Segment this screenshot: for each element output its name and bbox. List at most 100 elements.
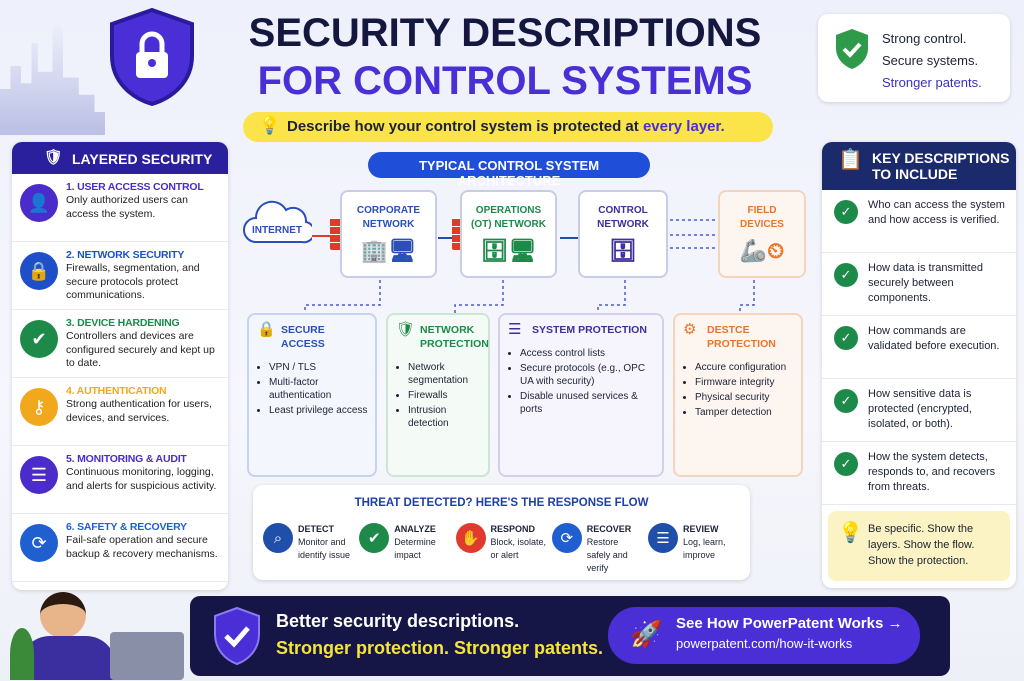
- layer-item: ⟳6. SAFETY & RECOVERYFail-safe operation…: [12, 514, 228, 582]
- step-name: REVIEW: [683, 523, 740, 536]
- step-desc: Block, isolate, or alert: [491, 536, 548, 562]
- step-desc: Restore safely and verify: [587, 536, 644, 575]
- layer-title: 5. MONITORING & AUDIT: [66, 452, 222, 466]
- layered-security-title: LAYERED SECURITY: [72, 151, 212, 167]
- clipboard-icon: ☰: [648, 523, 678, 553]
- card-icon: 🛡: [396, 323, 415, 336]
- layered-security-header: 🛡 LAYERED SECURITY: [12, 142, 228, 174]
- check-icon: ✓: [834, 263, 858, 287]
- card-title: SECURE ACCESS: [281, 323, 370, 351]
- connector-arrows: [240, 180, 820, 320]
- key-item-text: How data is transmitted securely between…: [868, 261, 1010, 311]
- card-bullet: Intrusion detection: [408, 404, 483, 430]
- shield-lock-logo-icon: [108, 8, 196, 106]
- rocket-icon: 🚀: [630, 619, 662, 650]
- clipboard-icon: ☰: [20, 456, 58, 494]
- layer-title: 6. SAFETY & RECOVERY: [66, 520, 222, 534]
- banner-line2: Stronger protection. Stronger patents.: [276, 638, 603, 659]
- layered-security-panel: 🛡 LAYERED SECURITY 👤 1. USER ACCESS CONTR…: [12, 142, 228, 590]
- layer-title: 4. AUTHENTICATION: [66, 384, 222, 398]
- person-with-laptop-illustration: [10, 592, 188, 680]
- check-icon: ✓: [834, 389, 858, 413]
- shield-check-icon: ✔: [20, 320, 58, 358]
- search-icon: ⌕: [263, 523, 293, 553]
- shield-check-icon: [834, 28, 870, 70]
- step-name: ANALYZE: [394, 523, 451, 536]
- layer-title: 3. DEVICE HARDENING: [66, 316, 222, 330]
- card-title: DESTCE PROTECTION: [707, 323, 796, 351]
- shield-check-icon: [212, 606, 262, 666]
- lightbulb-icon: 💡: [838, 525, 863, 541]
- page-title-line2: FOR CONTROL SYSTEMS: [200, 58, 810, 104]
- key-item: ✓ How commands are validated before execu…: [822, 316, 1016, 379]
- hand-stop-icon: ✋: [456, 523, 486, 553]
- layer-desc: Only authorized users can access the sys…: [66, 194, 222, 221]
- card-icon: ⚙: [683, 323, 696, 336]
- banner-line1: Better security descriptions.: [276, 611, 519, 632]
- layer-title: 1. USER ACCESS CONTROL: [66, 180, 222, 194]
- lightbulb-icon: 💡: [259, 116, 280, 136]
- key-icon: ⚷: [20, 388, 58, 426]
- step-name: DETECT: [298, 523, 355, 536]
- key-item-text: How sensitive data is protected (encrypt…: [868, 387, 1010, 437]
- step-desc: Monitor and identify issue: [298, 536, 355, 562]
- subtitle-highlight: every layer.: [643, 118, 725, 135]
- tagline-card: Strong control. Secure systems. Stronger…: [818, 14, 1010, 102]
- shield-check-icon: ✔: [359, 523, 389, 553]
- key-item: ✓ Who can access the system and how acces…: [822, 190, 1016, 253]
- tip-box: 💡 Be specific. Show the layers. Show the…: [828, 511, 1010, 581]
- lock-icon: 🔒: [20, 252, 58, 290]
- layer-item: ⚷ 4. AUTHENTICATIONStrong authentication …: [12, 378, 228, 446]
- see-how-it-works-button[interactable]: 🚀 See How PowerPatent Works → powerpaten…: [608, 607, 920, 664]
- layer-item: ✔ 3. DEVICE HARDENINGControllers and devi…: [12, 310, 228, 378]
- subtitle-banner: 💡 Describe how your control system is pr…: [243, 112, 773, 142]
- card-bullet: Physical security: [695, 391, 796, 404]
- check-icon: ✓: [834, 452, 858, 476]
- step-name: RECOVER: [587, 523, 644, 536]
- card-bullet: Tamper detection: [695, 406, 796, 419]
- card-title: SYSTEM PROTECTION: [532, 323, 657, 337]
- response-step: ✋ RESPONDBlock, isolate, or alert: [456, 523, 548, 575]
- layer-item: 🔒2. NETWORK SECURITYFirewalls, segmentat…: [12, 242, 228, 310]
- tagline-line: Stronger patents.: [882, 72, 1010, 94]
- key-item: ✓ How data is transmitted securely betwee…: [822, 253, 1016, 316]
- step-desc: Log, learn, improve: [683, 536, 740, 562]
- cta-url[interactable]: powerpatent.com/how-it-works: [676, 636, 920, 651]
- shield-icon: 🛡: [44, 148, 63, 166]
- card-bullet: Firewalls: [408, 389, 483, 402]
- clipboard-icon: 📋: [838, 152, 863, 168]
- step-desc: Determine impact: [394, 536, 451, 562]
- key-item-text: How commands are validated before execut…: [868, 324, 1010, 374]
- card-bullet: Disable unused services & ports: [520, 390, 657, 416]
- architecture-title: TYPICAL CONTROL SYSTEM ARCHITECTURE: [368, 152, 650, 178]
- card-bullet: VPN / TLS: [269, 361, 370, 374]
- card-title: NETWORK PROTECTION: [420, 323, 483, 351]
- response-step: ⟳ RECOVERRestore safely and verify: [552, 523, 644, 575]
- tagline-line: Secure systems.: [882, 50, 1010, 72]
- layer-desc: Controllers and devices are configured s…: [66, 330, 222, 371]
- key-item: ✓How the system detects, responds to, an…: [822, 442, 1016, 505]
- protection-card: ☰ SYSTEM PROTECTION Access control listsSe…: [498, 313, 664, 477]
- refresh-icon: ⟳: [552, 523, 582, 553]
- check-icon: ✓: [834, 326, 858, 350]
- refresh-icon: ⟳: [20, 524, 58, 562]
- protection-card: ⚙ DESTCE PROTECTION Accure configurationFi…: [673, 313, 803, 477]
- card-bullet: Firmware integrity: [695, 376, 796, 389]
- layer-desc: Strong authentication for users, devices…: [66, 398, 222, 425]
- check-icon: ✓: [834, 200, 858, 224]
- user-icon: 👤: [20, 184, 58, 222]
- key-descriptions-header: 📋 KEY DESCRIPTIONS TO INCLUDE: [822, 142, 1016, 190]
- cta-label: See How PowerPatent Works →: [676, 615, 920, 632]
- key-item-text: Who can access the system and how access…: [868, 198, 1010, 248]
- card-icon: ☰: [508, 323, 521, 336]
- step-name: RESPOND: [491, 523, 548, 536]
- card-bullet: Access control lists: [520, 347, 657, 360]
- city-skyline-illustration: [0, 20, 105, 135]
- response-step: ☰ REVIEWLog, learn, improve: [648, 523, 740, 575]
- protection-card: 🛡NETWORK PROTECTIONNetwork segmentationF…: [386, 313, 490, 477]
- card-bullet: Least privilege access: [269, 404, 370, 417]
- tip-text: Be specific. Show the layers. Show the f…: [868, 523, 974, 567]
- card-bullet: Secure protocols (e.g., OPC UA with secu…: [520, 362, 657, 388]
- card-bullet: Accure configuration: [695, 361, 796, 374]
- layer-desc: Continuous monitoring, logging, and aler…: [66, 466, 222, 493]
